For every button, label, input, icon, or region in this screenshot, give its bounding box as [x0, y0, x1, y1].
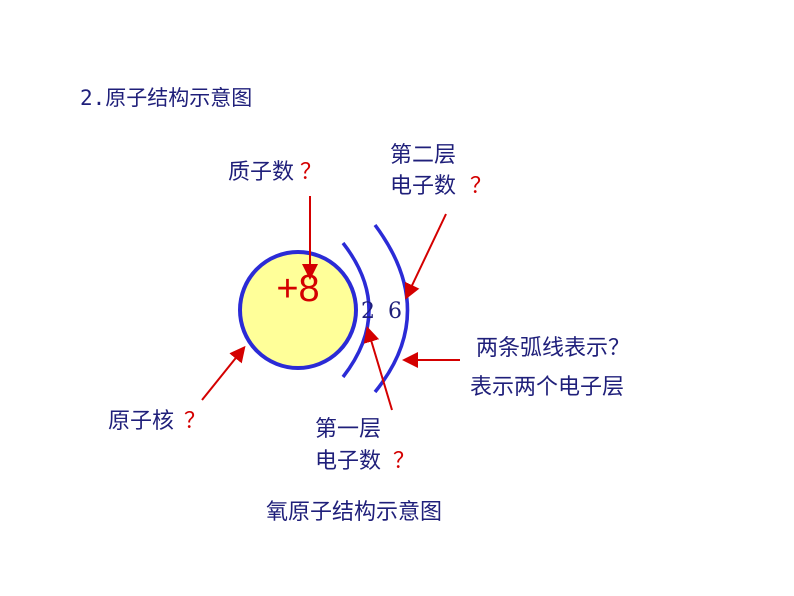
proton-question: ？	[300, 160, 323, 185]
first-layer-arrow	[363, 326, 393, 411]
second-shell-arc	[373, 223, 410, 394]
nucleus-question: ？	[184, 409, 207, 434]
nucleus-circle	[238, 250, 358, 370]
second-layer-line1: 第二层	[390, 143, 457, 168]
nucleus-label-text: 原子核	[108, 409, 175, 434]
second-layer-arrow	[404, 213, 447, 300]
arc-question: 两条弧线表示？	[476, 336, 631, 361]
arc-answer: 表示两个电子层	[470, 375, 625, 400]
slide-title: 2.原子结构示意图	[80, 86, 253, 110]
second-layer-question: ？	[470, 174, 493, 199]
first-layer-question: ？	[393, 449, 416, 474]
first-layer-line2: 电子数 ？	[315, 451, 415, 473]
first-layer-line1: 第一层	[315, 417, 382, 442]
nucleus-label: 原子核 ？	[108, 411, 206, 433]
second-layer-line2: 电子数 ？	[390, 176, 492, 198]
nucleus-arrow	[201, 345, 246, 401]
first-shell-count: 2	[361, 299, 375, 324]
second-shell-count: 6	[388, 299, 402, 324]
second-layer-text: 电子数	[390, 174, 457, 199]
first-shell-arc	[341, 241, 371, 379]
first-layer-text: 电子数	[315, 449, 382, 474]
proton-label-text: 质子数	[228, 160, 295, 185]
nucleus-charge: +8	[276, 268, 320, 310]
proton-label: 质子数？	[228, 162, 322, 184]
diagram-caption: 氧原子结构示意图	[266, 500, 443, 525]
